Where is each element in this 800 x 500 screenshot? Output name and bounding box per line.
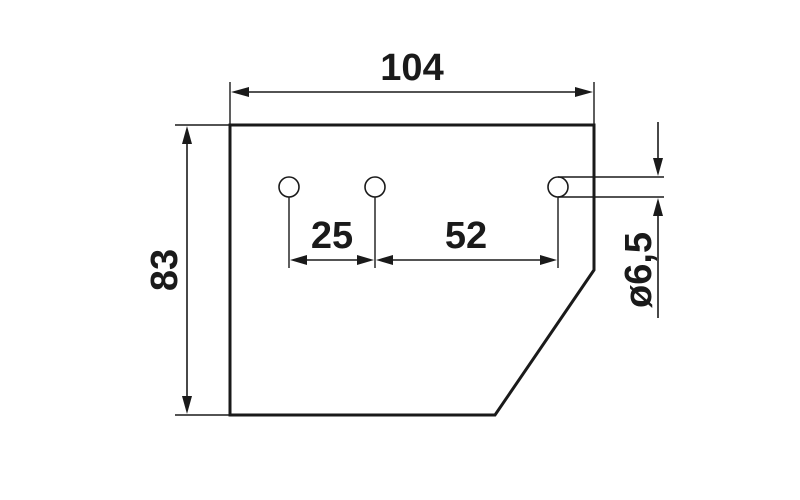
height-dimension-label: 83 <box>144 249 186 291</box>
hole-diameter-label: ø6,5 <box>618 232 660 308</box>
hole-2 <box>364 176 386 198</box>
hole-1 <box>278 176 300 198</box>
part-outline <box>228 123 596 417</box>
hole-spacing-dimensions: 25 52 <box>288 197 559 268</box>
hole-spacing-2-label: 52 <box>445 215 487 257</box>
width-dimension-label: 104 <box>380 47 443 89</box>
hole-3 <box>547 176 569 198</box>
hole-diameter-dimension: ø6,5 <box>558 122 664 318</box>
hole-spacing-1-label: 25 <box>311 215 353 257</box>
width-dimension: 104 <box>229 47 595 124</box>
height-dimension: 83 <box>144 124 229 416</box>
